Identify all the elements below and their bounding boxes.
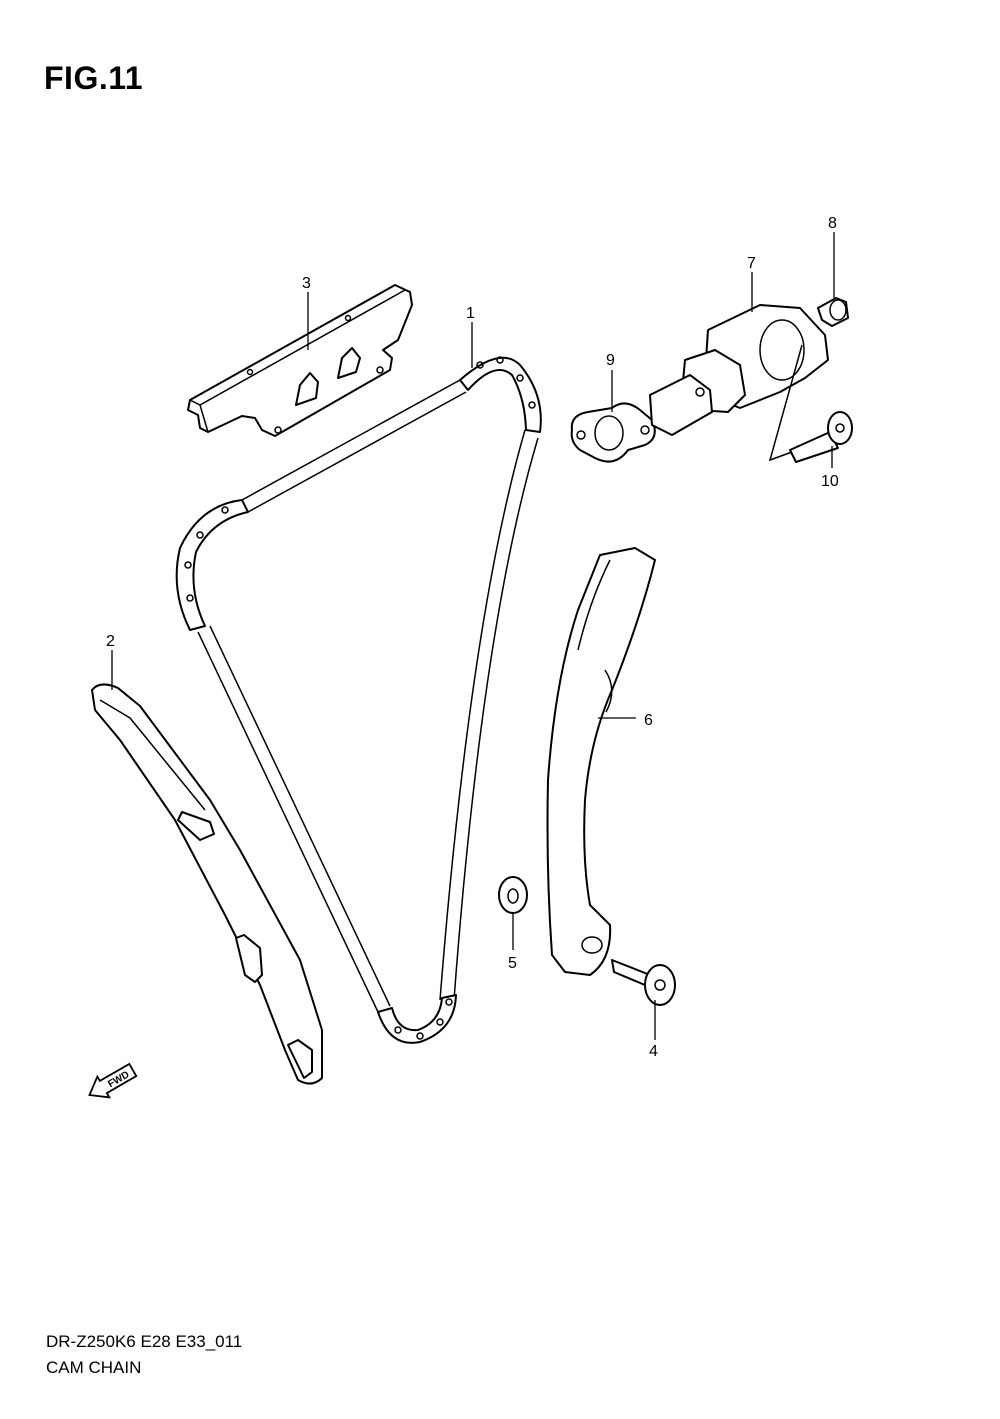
footer-section-name: CAM CHAIN <box>46 1358 142 1377</box>
figure-title: FIG.11 <box>44 60 144 96</box>
leader-lines <box>111 232 835 1040</box>
callout-4: 4 <box>649 1043 658 1060</box>
callout-3: 3 <box>302 275 311 292</box>
callout-8: 8 <box>828 215 837 232</box>
part-10-bolt[interactable] <box>789 411 853 463</box>
part-7-chain-tensioner[interactable] <box>649 304 829 462</box>
part-9-gasket[interactable] <box>570 402 656 463</box>
callout-6: 6 <box>644 712 653 729</box>
part-1-cam-chain[interactable] <box>175 356 542 1044</box>
callout-10: 10 <box>821 473 839 490</box>
footer-model-code: DR-Z250K6 E28 E33_011 <box>46 1332 243 1351</box>
part-5-washer[interactable] <box>498 876 528 914</box>
part-2-chain-guide-left[interactable] <box>91 683 323 1085</box>
part-6-tensioner-arm[interactable] <box>546 547 656 976</box>
part-3-chain-guide-top[interactable] <box>187 284 413 437</box>
fwd-arrow-icon: FWD <box>88 1062 138 1099</box>
callout-1: 1 <box>466 305 475 322</box>
callout-2: 2 <box>106 633 115 650</box>
callout-9: 9 <box>606 352 615 369</box>
part-4-pivot-bolt[interactable] <box>611 959 676 1006</box>
part-8-plug[interactable] <box>817 297 849 327</box>
callout-7: 7 <box>747 255 756 272</box>
callout-5: 5 <box>508 955 517 972</box>
